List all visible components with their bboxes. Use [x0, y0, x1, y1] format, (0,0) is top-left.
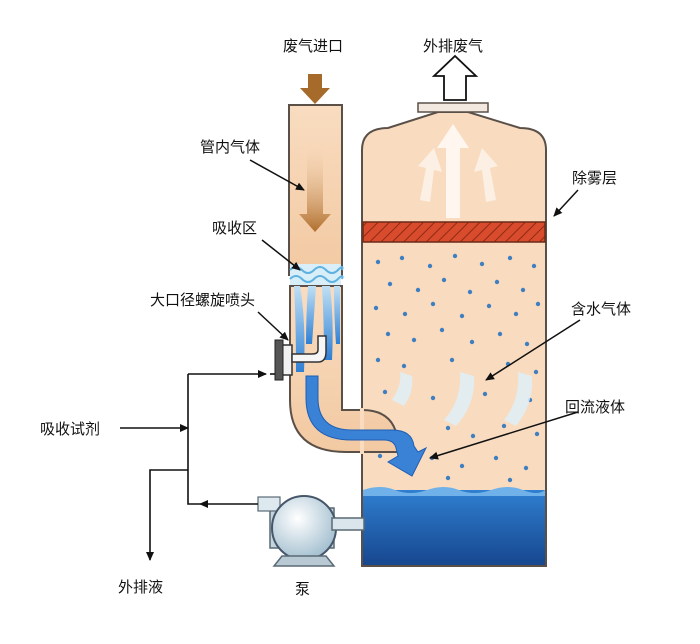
- pipe-gas-label: 管内气体: [200, 138, 261, 156]
- absorption-zone-label: 吸收区: [212, 219, 258, 237]
- reagent-label: 吸收试剂: [40, 420, 101, 438]
- inlet-arrow: [300, 74, 330, 104]
- pipe-gas-arrow: [299, 140, 331, 232]
- return-flow-arrow: [305, 375, 428, 477]
- pointer-arrows: [249, 159, 581, 460]
- exhaust-arrow: [431, 54, 479, 101]
- droplets: [373, 253, 541, 483]
- pump-label: 泵: [295, 580, 311, 598]
- return-liquid-label: 回流液体: [565, 398, 626, 416]
- pump-body: [271, 495, 337, 561]
- liquid-surface: [363, 487, 545, 496]
- demister-layer: [362, 221, 546, 243]
- nozzle-label: 大口径螺旋喷头: [150, 291, 256, 309]
- wet-gas-label: 含水气体: [571, 300, 632, 318]
- nozzle-assembly: [274, 335, 327, 381]
- wet-gas-swooshes: [392, 372, 533, 426]
- liquid-pool: [363, 490, 545, 565]
- demister-label: 除雾层: [572, 169, 618, 187]
- pump-unit: [257, 495, 365, 567]
- exhaust-label: 外排废气: [423, 37, 484, 55]
- rising-gas-arrows: [418, 124, 498, 218]
- piping-lines: [120, 370, 275, 561]
- exhaust-outlet-flange: [417, 102, 489, 113]
- inlet-label: 废气进口: [283, 37, 344, 55]
- drain-label: 外排液: [118, 578, 164, 596]
